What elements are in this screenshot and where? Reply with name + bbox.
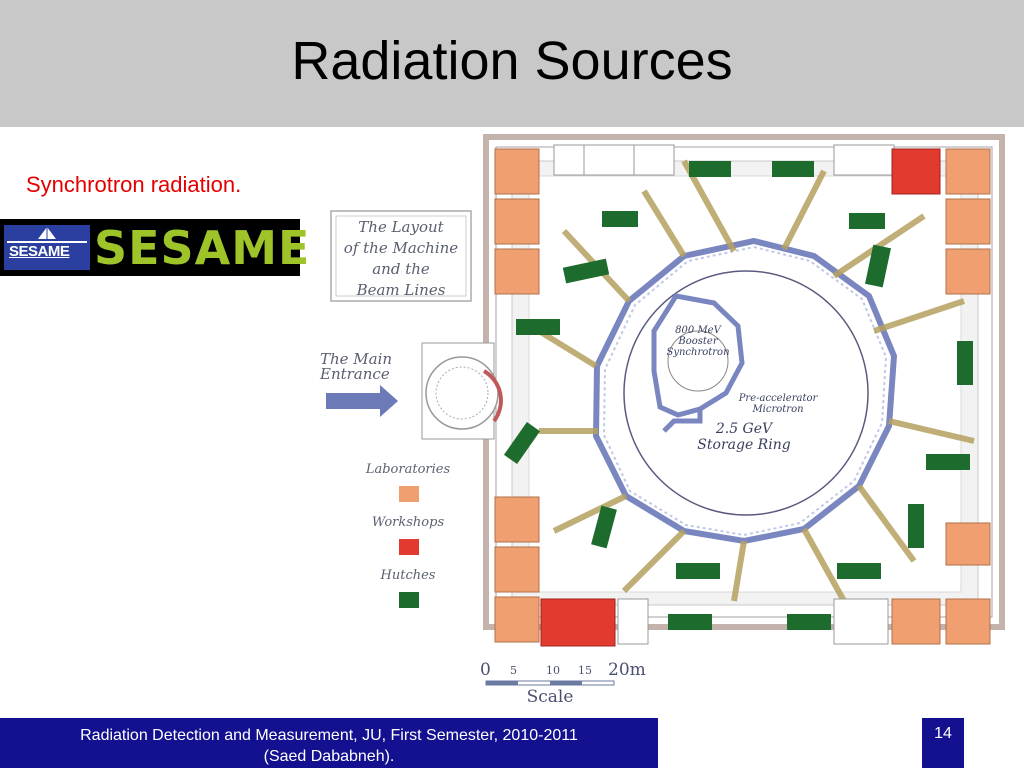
slide-title: Radiation Sources xyxy=(291,31,733,91)
booster-label-line-1: 800 MeV xyxy=(675,325,722,336)
storage-ring-label-line-2: Storage Ring xyxy=(697,437,790,453)
preaccelerator-label-line-1: Pre-accelerator xyxy=(738,393,819,404)
scale-label: Scale xyxy=(527,687,574,707)
layout-label-frame xyxy=(330,210,472,302)
legend-label-laboratories: Laboratories xyxy=(365,462,451,477)
scale-tick-10: 10 xyxy=(546,664,560,677)
layout-label-line-4: Beam Lines xyxy=(356,281,446,299)
top-offices xyxy=(553,144,895,176)
footer-line-1: Radiation Detection and Measurement, JU,… xyxy=(80,727,578,744)
layout-label-line-3: and the xyxy=(372,260,430,278)
logo-badge-icon xyxy=(4,225,90,270)
page-number-box xyxy=(922,718,964,768)
title-bar xyxy=(0,0,1024,127)
layout-label-line-1: The Layout xyxy=(358,218,444,236)
scale-tick-5: 5 xyxy=(510,664,517,677)
entrance-label-line-1: The Main xyxy=(320,350,392,368)
scale-tick-15: 15 xyxy=(578,664,592,677)
footer-bar xyxy=(0,718,658,768)
laboratories xyxy=(494,148,991,645)
footer-text: Radiation Detection and Measurement, JU,… xyxy=(0,725,658,767)
legend-label-hutches: Hutches xyxy=(380,568,436,583)
scale-tick-20: 20m xyxy=(608,660,646,680)
sesame-layout-diagram: The Layout of the Machine and the Beam L… xyxy=(319,134,1005,707)
scale-tick-0: 0 xyxy=(480,660,491,680)
scale-bar: 0 5 10 15 20m Scale xyxy=(480,660,646,707)
legend-swatch-workshops xyxy=(399,539,419,555)
entrance-label-line-2: Entrance xyxy=(319,365,390,383)
entrance-rotunda xyxy=(421,342,503,440)
sesame-logo xyxy=(0,219,300,276)
logo-wordmark: SESAME xyxy=(94,221,311,275)
booster-label-line-3: Synchrotron xyxy=(666,347,729,358)
entrance-arrow-icon xyxy=(326,385,398,417)
workshops xyxy=(540,148,941,647)
layout-label-line-2: of the Machine xyxy=(344,239,459,257)
legend-swatch-hutches xyxy=(399,592,419,608)
storage-ring-inner xyxy=(623,270,869,516)
slide-subtitle: Synchrotron radiation. xyxy=(26,172,242,197)
page-number: 14 xyxy=(934,725,952,742)
bottom-offices xyxy=(617,598,889,645)
preaccelerator-label-line-2: Microtron xyxy=(751,404,803,415)
logo-badge-text: SESAME xyxy=(9,243,70,260)
legend-label-workshops: Workshops xyxy=(372,515,445,530)
booster-label-line-2: Booster xyxy=(677,336,718,347)
legend-swatch-laboratories xyxy=(399,486,419,502)
footer-line-2: (Saed Dababneh). xyxy=(263,748,395,765)
hutches xyxy=(503,161,973,630)
storage-ring-label-line-1: 2.5 GeV xyxy=(715,421,774,437)
